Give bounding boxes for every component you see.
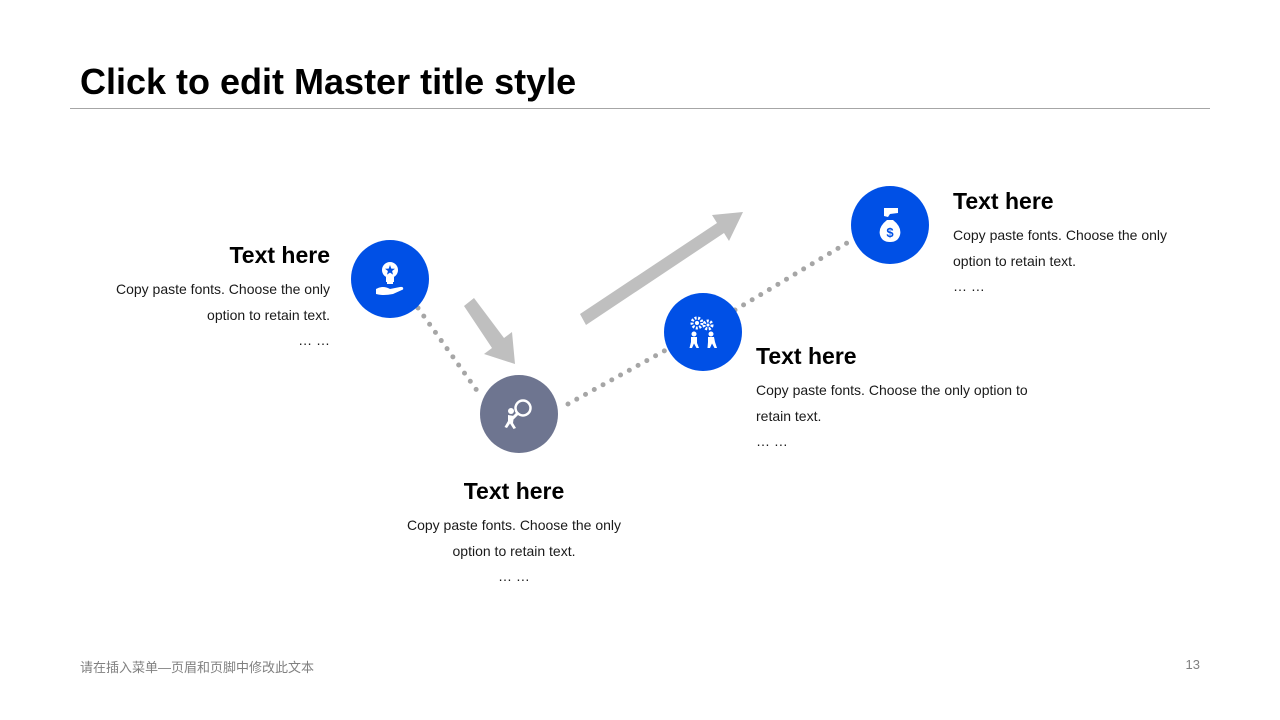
step-4-circle: $ (851, 186, 929, 264)
step-4-ellipsis: … … (953, 278, 985, 294)
title-divider (70, 108, 1210, 109)
step-2-ellipsis: … … (498, 568, 530, 584)
dotted-connector-3-4 (732, 237, 855, 313)
footer-text[interactable]: 请在插入菜单—页眉和页脚中修改此文本 (80, 660, 315, 675)
step-2-circle (480, 375, 558, 453)
page-number: 13 (1185, 657, 1200, 672)
step-3-ellipsis: … … (756, 433, 788, 449)
step-4-body-line-1: Copy paste fonts. Choose the only (953, 227, 1168, 243)
step-4-body[interactable]: Copy paste fonts. Choose the only option… (953, 222, 1223, 274)
dotted-connector-1-2 (415, 305, 481, 395)
magnifier-person-icon (504, 399, 532, 429)
down-arrow (464, 298, 515, 364)
svg-text:$: $ (886, 225, 894, 240)
step-2-heading[interactable]: Text here (463, 478, 565, 504)
step-3-heading[interactable]: Text here (756, 343, 857, 369)
step-1-circle (351, 240, 429, 318)
step-2-body[interactable]: Copy paste fonts. Choose the only option… (364, 512, 664, 564)
step-3-body-line-1: Copy paste fonts. Choose the only option… (756, 382, 1028, 398)
step-2-body-line-1: Copy paste fonts. Choose the only (406, 517, 622, 533)
step-1-body-line-1: Copy paste fonts. Choose the only (115, 281, 330, 297)
gears-people-icon (689, 316, 717, 348)
step-2-body-line-2: option to retain text. (452, 543, 576, 559)
step-3-circle (664, 293, 742, 371)
step-3-body-line-2: retain text. (756, 408, 822, 424)
step-3-body[interactable]: Copy paste fonts. Choose the only option… (756, 377, 1086, 429)
dotted-connector-2-3 (565, 347, 669, 407)
up-arrow (580, 212, 743, 325)
step-4-text: Text here Copy paste fonts. Choose the o… (953, 186, 1223, 296)
step-3-text: Text here Copy paste fonts. Choose the o… (756, 341, 1086, 451)
lightbulb-hand-icon (376, 262, 404, 295)
step-1-body[interactable]: Copy paste fonts. Choose the only option… (60, 276, 330, 328)
step-1-body-line-2: option to retain text. (207, 307, 330, 323)
step-1-text: Text here Copy paste fonts. Choose the o… (60, 240, 330, 350)
slide-title[interactable]: Click to edit Master title style (80, 61, 577, 102)
money-bag-hand-icon: $ (879, 208, 901, 242)
step-2-text: Text here Copy paste fonts. Choose the o… (364, 476, 664, 586)
step-4-body-line-2: option to retain text. (953, 253, 1076, 269)
step-1-ellipsis: … … (298, 332, 330, 348)
step-1-heading[interactable]: Text here (229, 242, 330, 268)
step-4-heading[interactable]: Text here (953, 188, 1054, 214)
